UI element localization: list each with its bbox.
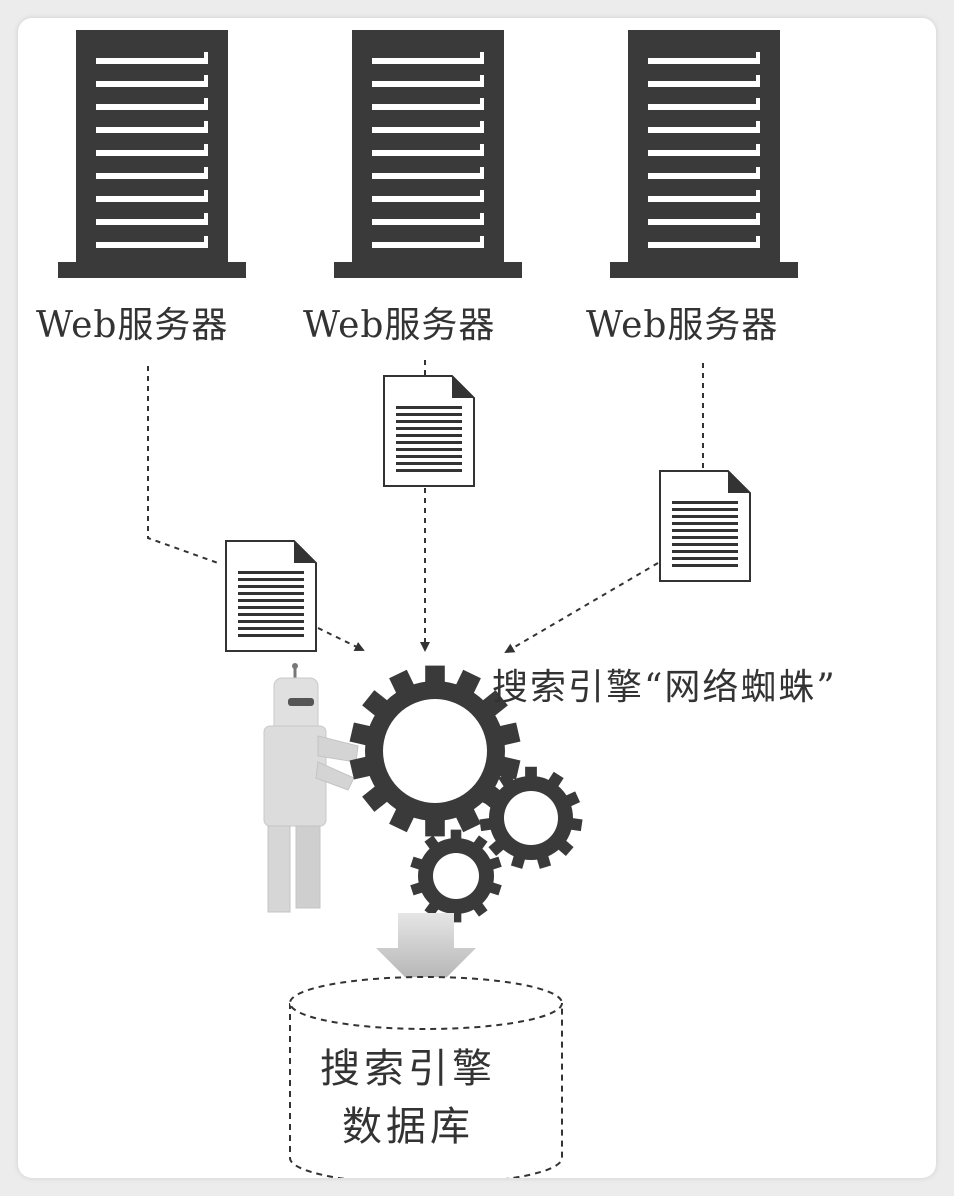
spider-label: 搜索引擎“网络蜘蛛” [492,667,837,708]
database-icon [289,976,563,1178]
server-icon-2 [334,30,522,278]
server-label-3: Web服务器 [586,305,779,346]
server-icon-3 [610,30,798,278]
server-label-1: Web服务器 [36,305,229,346]
down-arrow-icon [376,913,476,998]
diagram-card: Web服务器 Web服务器 Web服务器 搜索引擎“网络蜘蛛” 搜索引擎 数据库 [18,18,936,1178]
crawler-diagram [58,30,798,1178]
connector-left [147,366,365,651]
database-label: 搜索引擎 数据库 [272,1040,544,1156]
document-icon-left [225,540,317,652]
database-label-line1: 搜索引擎 [320,1046,496,1092]
server-icon-1 [58,30,246,278]
database-label-line2: 数据库 [342,1104,474,1150]
server-label-2: Web服务器 [303,305,496,346]
gear-icon-small [410,829,502,923]
document-icon-right [659,470,751,582]
document-icon-middle [383,375,475,487]
gear-icon-large [349,665,521,837]
robot-icon [263,663,359,913]
gear-icon-right [479,766,583,869]
connector-right [504,363,704,654]
